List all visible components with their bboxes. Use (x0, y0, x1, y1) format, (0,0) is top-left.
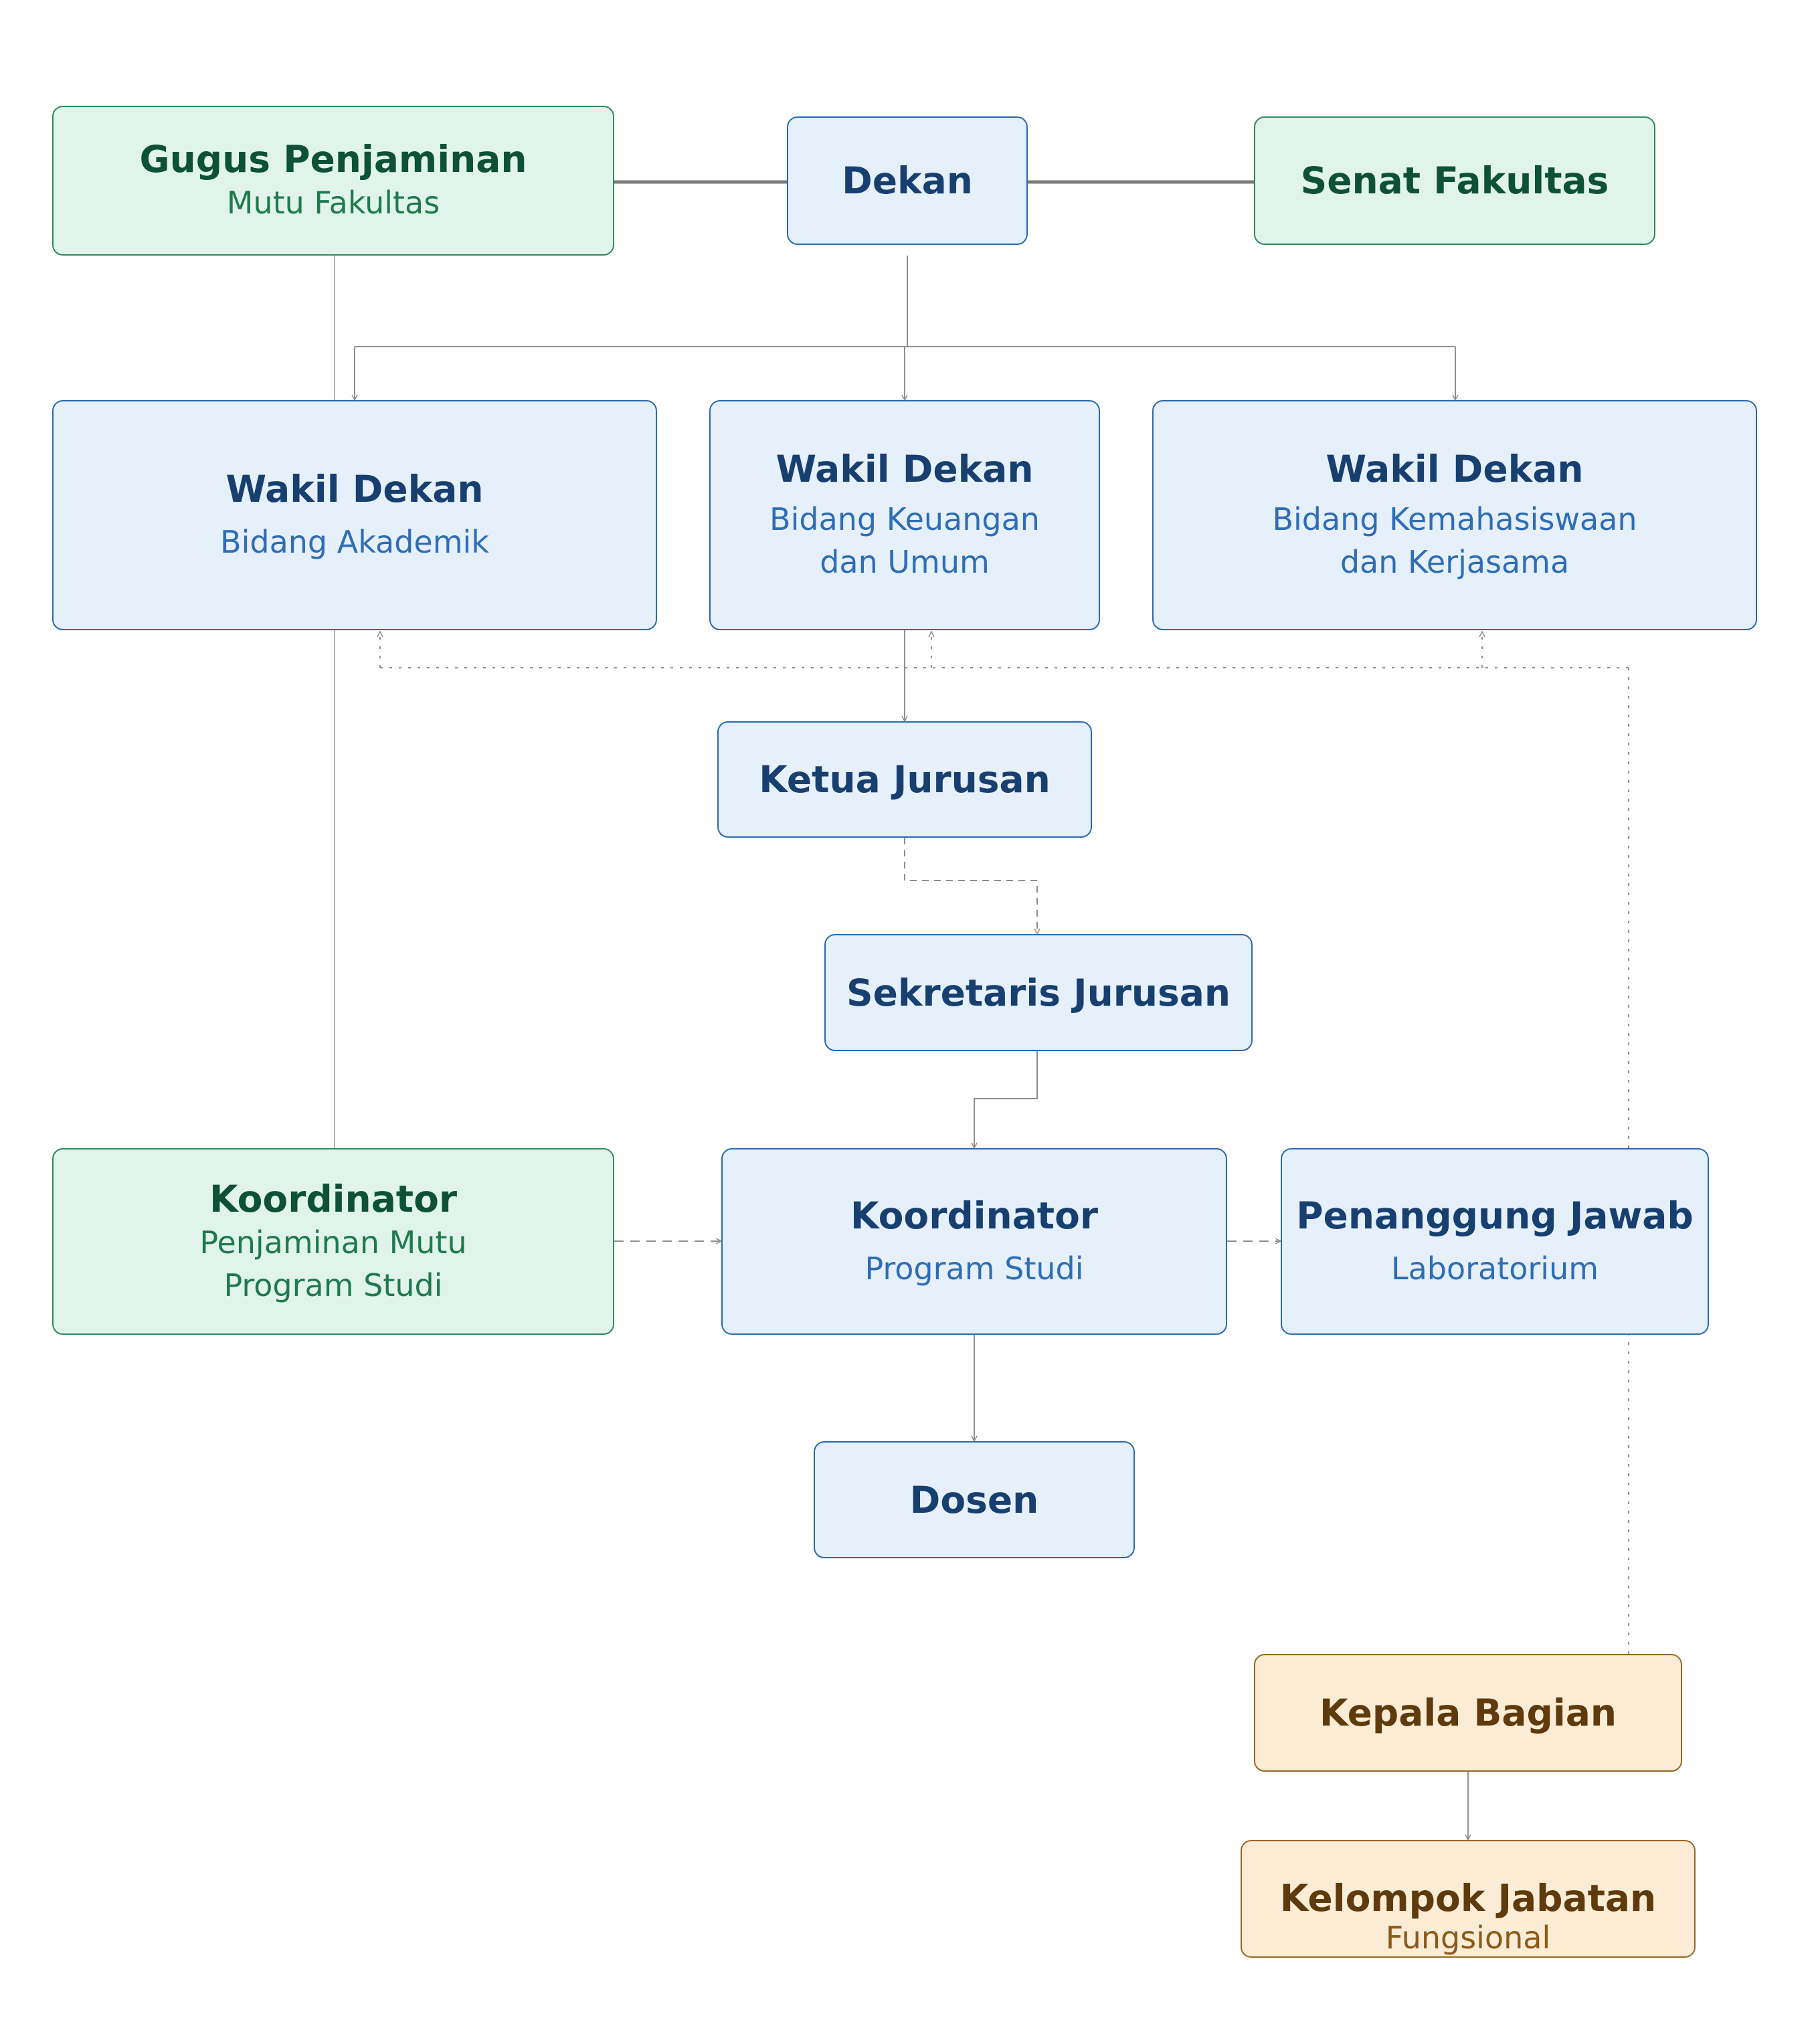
node-subtitle: Penjaminan Mutu Program Studi (199, 1224, 467, 1303)
node-title: Koordinator (209, 1177, 458, 1220)
node-title: Ketua Jurusan (759, 758, 1051, 801)
node-title: Wakil Dekan (1326, 448, 1584, 490)
node-koordinator-program-studi: Koordinator Program Studi (721, 1148, 1227, 1335)
node-wakil-dekan-kemahasiswaan: Wakil Dekan Bidang Kemahasiswaan dan Ker… (1152, 400, 1757, 630)
node-subtitle: Bidang Keuangan dan Umum (769, 501, 1040, 580)
node-title: Kepala Bagian (1319, 1691, 1617, 1734)
node-title: Koordinator (850, 1194, 1099, 1237)
node-title: Kelompok Jabatan (1279, 1877, 1657, 1920)
node-title: Dekan (842, 159, 973, 202)
node-subtitle: Laboratorium (1390, 1250, 1599, 1287)
node-title: Dosen (909, 1478, 1039, 1521)
node-kelompok-jabatan-fungsional: Kelompok Jabatan Fungsional (1241, 1840, 1696, 1958)
edge-ketua-sekretaris (904, 838, 1037, 934)
node-ketua-jurusan: Ketua Jurusan (717, 721, 1092, 838)
edge-sekretaris-koordprodi (974, 1051, 1038, 1148)
node-title: Senat Fakultas (1300, 159, 1609, 202)
node-title: Sekretaris Jurusan (846, 971, 1231, 1014)
node-subtitle: Fungsional (1385, 1920, 1551, 1956)
node-dosen: Dosen (814, 1441, 1135, 1558)
node-gugus-penjaminan: Gugus Penjaminan Mutu Fakultas (52, 106, 614, 256)
node-senat-fakultas: Senat Fakultas (1254, 116, 1655, 245)
node-title: Wakil Dekan (225, 468, 484, 511)
node-subtitle: Bidang Kemahasiswaan dan Kerjasama (1272, 501, 1637, 580)
node-title: Gugus Penjaminan (139, 138, 527, 181)
node-title: Penanggung Jawab (1296, 1194, 1694, 1237)
node-subtitle: Bidang Akademik (220, 524, 489, 560)
node-kepala-bagian: Kepala Bagian (1254, 1654, 1682, 1772)
node-wakil-dekan-keuangan: Wakil Dekan Bidang Keuangan dan Umum (709, 400, 1100, 630)
node-dekan: Dekan (787, 116, 1028, 245)
node-sekretaris-jurusan: Sekretaris Jurusan (824, 934, 1253, 1051)
node-koordinator-penjaminan-mutu: Koordinator Penjaminan Mutu Program Stud… (52, 1148, 614, 1335)
node-subtitle: Mutu Fakultas (226, 185, 440, 221)
node-wakil-dekan-akademik: Wakil Dekan Bidang Akademik (52, 400, 657, 630)
node-title: Wakil Dekan (776, 448, 1034, 490)
node-subtitle: Program Studi (864, 1250, 1084, 1287)
node-penanggung-jawab-laboratorium: Penanggung Jawab Laboratorium (1281, 1148, 1709, 1335)
